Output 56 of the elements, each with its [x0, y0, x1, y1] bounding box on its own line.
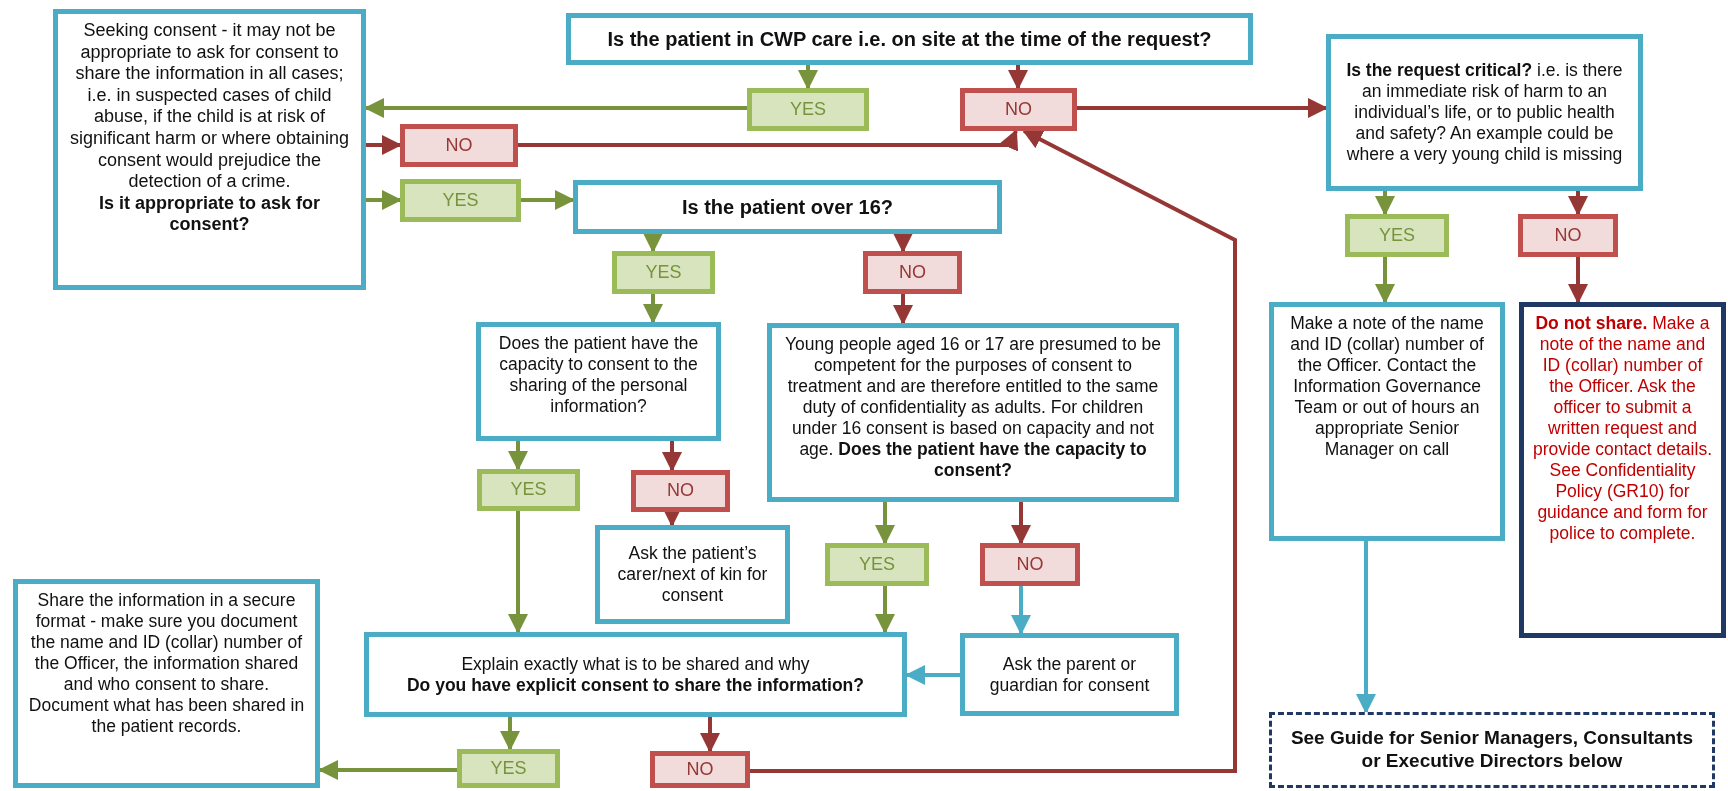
process-box [566, 13, 1253, 65]
no-box [650, 751, 750, 788]
answer-label: NO [1016, 553, 1044, 576]
box-text: Seeking consent - it may not be appropriate to ask for consent to share the information in all cases; i.e. in suspected cases of child abuse, if the child is at risk of significant harm or where obtaining consent would prejudice the detection of a crime. [68, 20, 351, 193]
no-box [1518, 214, 1618, 257]
box-text: Share the information in a secure format - make sure you document the name and ID (collar) number of the Officer, the information shared and who consent to share. Document what has been shared in the patient records. [27, 590, 306, 737]
no-box [863, 251, 962, 294]
box-text: Make a note of the name and ID (collar) number of the Officer. Contact the Information Governance Team or out of hours an appropriate Senior Manager on call [1289, 313, 1485, 460]
answer-label: NO [445, 134, 473, 157]
answer-label: YES [1379, 224, 1415, 247]
no-box [400, 124, 518, 167]
dashed-box [1269, 712, 1715, 788]
stop-box [1519, 302, 1726, 638]
box-text: Is the patient over 16? [681, 195, 894, 219]
yes-box [747, 88, 869, 131]
yes-box [825, 543, 929, 586]
process-box [476, 322, 721, 441]
answer-label: YES [859, 553, 895, 576]
process-box [573, 180, 1002, 234]
process-box [364, 632, 907, 717]
answer-label: YES [490, 757, 527, 780]
answer-label: YES [442, 189, 479, 212]
box-text: Do you have explicit consent to share the information? [407, 674, 864, 696]
answer-label: YES [790, 98, 826, 121]
box-text: Ask the parent or guardian for consent [988, 653, 1151, 696]
box-text: See Guide for Senior Managers, Consultants or Executive Directors below [1289, 727, 1695, 773]
answer-label: NO [1005, 98, 1032, 121]
yes-box [400, 179, 521, 222]
box-text: Is it appropriate to ask for consent? [97, 192, 321, 236]
process-box [53, 9, 366, 290]
process-box [13, 579, 320, 788]
yes-box [477, 469, 580, 511]
answer-label: NO [667, 480, 694, 502]
no-box [631, 470, 730, 512]
answer-label: YES [645, 261, 682, 284]
process-box [1326, 34, 1643, 191]
answer-label: YES [510, 479, 547, 501]
answer-label: NO [686, 758, 714, 781]
process-box [960, 633, 1179, 716]
answer-label: NO [899, 261, 926, 284]
process-box [595, 525, 790, 624]
box-text: Explain exactly what is to be shared and why [461, 653, 810, 675]
box-text: Do not share. Make a note of the name and ID (collar) number of the Officer. Ask the officer to submit a written request and provide contact details. See Confidentiality Policy (GR10) for guidance and form for police to complete. [1532, 313, 1713, 544]
yes-box [457, 749, 560, 788]
box-text: Is the patient in CWP care i.e. on site at the time of the request? [607, 27, 1212, 51]
no-box [960, 88, 1077, 131]
box-text: Young people aged 16 or 17 are presumed to be competent for the purposes of consent to treatment and are therefore entitled to the same duty of confidentiality as adults. For children under 16 consent is based on capacity and not age. Does the patient have the capacity to consent? [784, 334, 1162, 481]
process-box [767, 323, 1179, 502]
process-box [1269, 302, 1505, 541]
no-box [980, 543, 1080, 586]
yes-box [1345, 214, 1449, 257]
box-text: Does the patient have the capacity to consent to the sharing of the personal information? [497, 333, 700, 417]
yes-box [612, 251, 715, 294]
box-text: Is the request critical? i.e. is there an immediate risk of harm to an individual’s life, or to public health and safety? An example could be where a very young child is missing [1345, 60, 1624, 165]
answer-label: NO [1554, 224, 1582, 247]
box-text: Ask the patient’s carer/next of kin for consent [616, 543, 769, 606]
